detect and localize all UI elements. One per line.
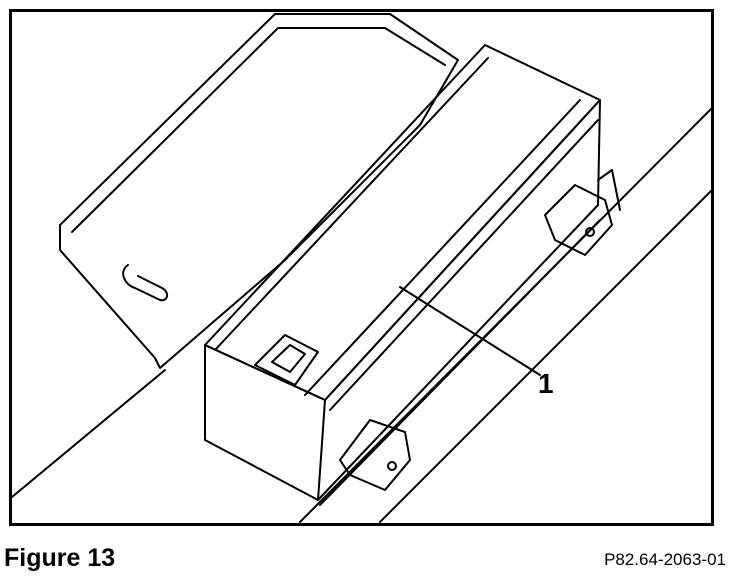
callout-leader — [399, 286, 541, 376]
bracket-upper-clip — [597, 169, 621, 211]
tray-slot — [122, 264, 168, 302]
tray-outline — [59, 13, 459, 369]
connector-socket — [254, 334, 319, 386]
tray-inner-edge — [71, 27, 446, 233]
figure-reference: P82.64-2063-01 — [604, 550, 726, 569]
bracket-lower — [339, 419, 411, 491]
module-top — [204, 44, 601, 401]
rail-line — [11, 369, 166, 498]
callout-label-1: 1 — [538, 368, 554, 399]
module-edge — [214, 57, 489, 351]
bracket-upper — [544, 184, 613, 256]
module-edge — [329, 119, 599, 411]
figure-border — [9, 9, 714, 526]
module-edge — [304, 99, 581, 396]
figure-title: Figure 13 — [4, 544, 116, 572]
rail-line — [379, 189, 713, 523]
connector-pin — [271, 344, 306, 373]
bracket-upper-hole — [585, 227, 595, 237]
bracket-lower-hole — [387, 461, 397, 471]
rail-line — [319, 219, 601, 506]
module-side — [317, 99, 601, 501]
